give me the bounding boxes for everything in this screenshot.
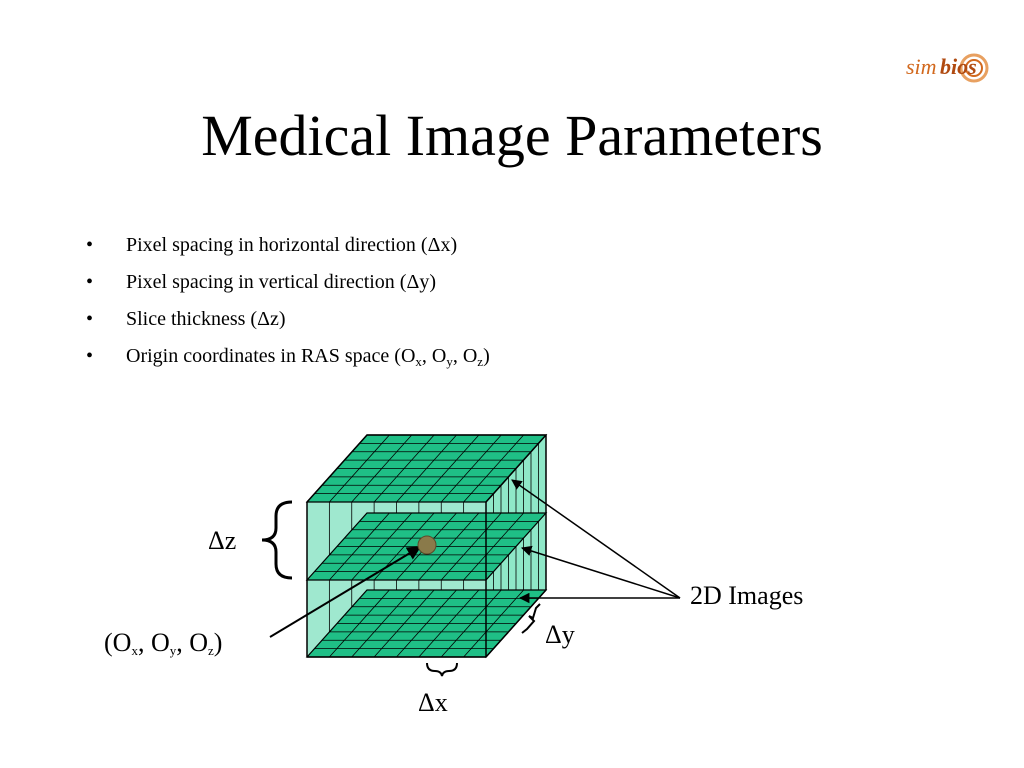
- dy-label: Δy: [545, 620, 575, 649]
- slice-grid-line: [418, 589, 480, 658]
- images-label: 2D Images: [690, 581, 804, 610]
- slice-grid-line: [463, 589, 524, 658]
- simbios-logo-mark: sim bios: [906, 53, 989, 83]
- slice-grid-line: [440, 434, 502, 503]
- bullet-item: Origin coordinates in RAS space (Ox, Oy,…: [86, 339, 490, 376]
- bullet-item: Pixel spacing in vertical direction (Δy): [86, 265, 490, 302]
- origin-dot: [417, 535, 437, 555]
- dx-brace: [426, 662, 458, 677]
- image-arrow-top: [511, 479, 681, 599]
- bullet-text: Pixel spacing in horizontal direction (Δ…: [126, 234, 458, 256]
- bullet-list: Pixel spacing in horizontal direction (Δ…: [86, 228, 490, 376]
- slice-grid-line: [418, 434, 480, 503]
- slice-grid-line: [463, 512, 524, 581]
- logo-text-1: sim: [906, 54, 937, 79]
- dz-brace: [261, 500, 293, 580]
- origin-sub-x: x: [131, 643, 138, 658]
- simbios-logo: sim bios: [904, 44, 996, 90]
- dz-label: Δz: [208, 526, 237, 555]
- dx-label: Δx: [418, 688, 448, 717]
- sub-x: x: [415, 354, 422, 369]
- volume-edge: [485, 434, 547, 503]
- bullet-item: Slice thickness (Δz): [86, 302, 490, 339]
- page-title: Medical Image Parameters: [201, 103, 823, 168]
- sub-y: y: [446, 354, 453, 369]
- sub-z: z: [477, 354, 484, 369]
- slice-grid-line: [440, 512, 502, 581]
- image-arrow-mid: [520, 545, 681, 599]
- origin-sub-y: y: [169, 643, 177, 658]
- slice-grid-line: [418, 512, 480, 581]
- dy-brace: [521, 603, 541, 634]
- logo-text-2: bios: [940, 54, 977, 79]
- origin-sub-z: z: [208, 643, 214, 658]
- origin-label: (Ox, Oy, Oz): [104, 628, 223, 658]
- bullet-item: Pixel spacing in horizontal direction (Δ…: [86, 228, 490, 265]
- bullet-text: Slice thickness (Δz): [126, 308, 286, 330]
- bullet-text: Pixel spacing in vertical direction (Δy): [126, 271, 436, 293]
- slice-grid-line: [463, 434, 524, 503]
- origin-pointer-line: [269, 546, 422, 638]
- bullet-text: Origin coordinates in RAS space (Ox, Oy,…: [126, 345, 490, 369]
- slice-grid-line: [440, 589, 502, 658]
